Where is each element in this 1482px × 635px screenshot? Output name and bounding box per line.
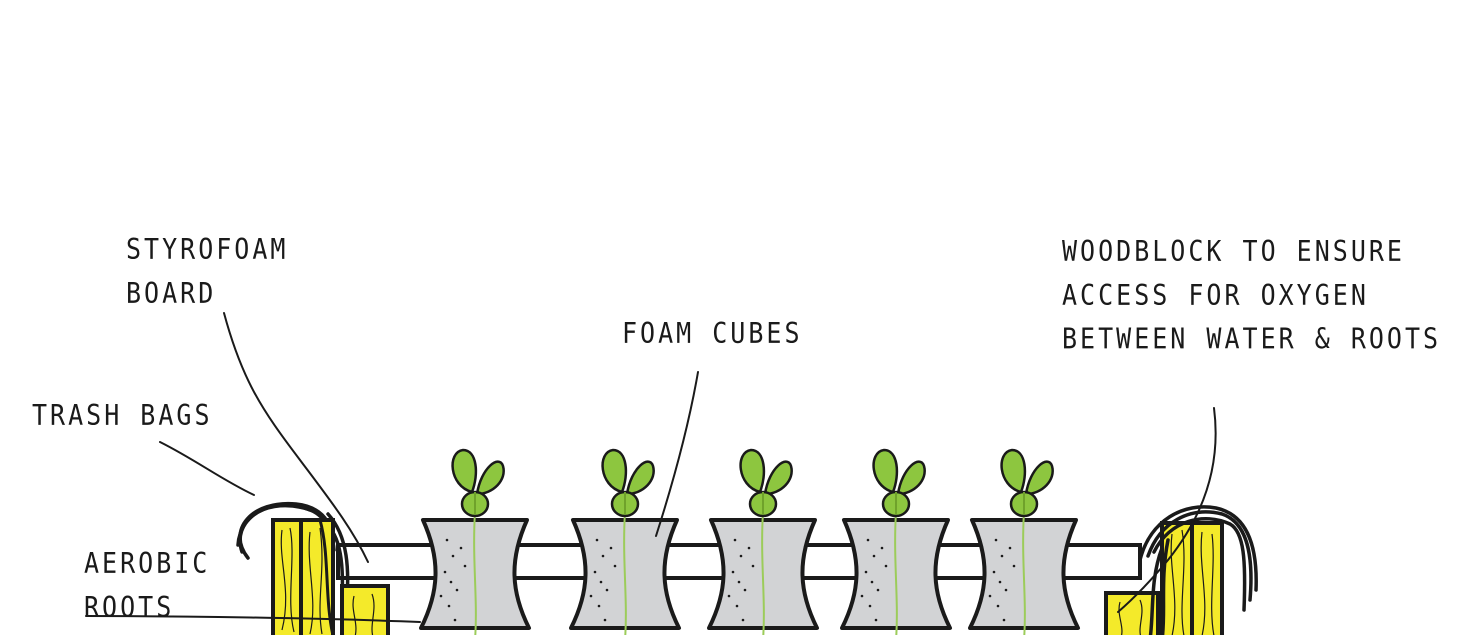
right-trash-bag	[1138, 505, 1258, 635]
root-line	[761, 511, 765, 635]
leaf	[625, 460, 655, 496]
foam-texture	[439, 538, 467, 622]
leaf	[896, 460, 926, 496]
root-line	[1022, 511, 1026, 635]
woodblock-label: WOODBLOCK TO ENSURE ACCESS FOR OXYGEN BE…	[1062, 234, 1442, 356]
foam-cubes-leader	[655, 371, 699, 537]
root-line	[473, 511, 477, 635]
plant-unit	[840, 448, 952, 635]
leaf	[763, 460, 793, 496]
leaf	[1000, 448, 1027, 494]
leaf	[1024, 460, 1054, 496]
trash-bags-label: TRASH BAGS	[32, 398, 213, 432]
left-woodblock	[271, 518, 390, 635]
styrofoam-board-label: STYROFOAM BOARD	[126, 232, 289, 310]
leaf	[739, 448, 766, 494]
leaf	[451, 448, 478, 494]
foam-texture	[860, 538, 888, 622]
foam-cubes-label: FOAM CUBES	[622, 316, 803, 350]
plant-unit	[968, 448, 1080, 635]
plant-unit	[419, 448, 531, 635]
root-line	[623, 511, 627, 635]
plants	[419, 448, 1080, 635]
aerobic-roots-label: AEROBIC ROOTS	[84, 546, 211, 624]
leaf	[475, 460, 505, 496]
trash-bags-leader	[159, 441, 255, 496]
styrofoam-leader	[223, 312, 369, 563]
plant-unit	[707, 448, 819, 635]
root-line	[894, 511, 898, 635]
leader-lines	[85, 312, 1217, 623]
woodblock-leader	[1117, 407, 1217, 613]
plant-unit	[569, 448, 681, 635]
leaf	[872, 448, 899, 494]
leaf	[601, 448, 628, 494]
aerobic-roots-leader	[85, 615, 421, 623]
foam-texture	[988, 538, 1016, 622]
foam-texture	[589, 538, 617, 622]
foam-texture	[727, 538, 755, 622]
right-woodblock	[1104, 521, 1224, 635]
